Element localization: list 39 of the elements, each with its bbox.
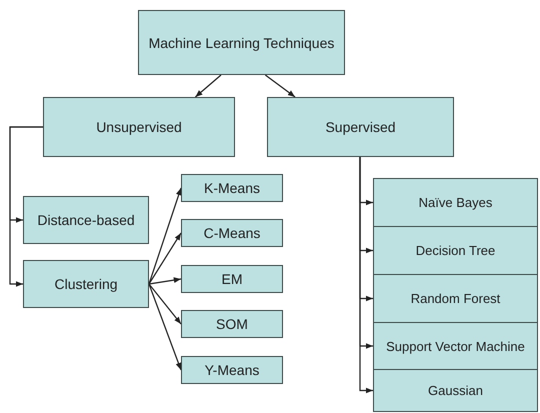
arrow (148, 232, 182, 284)
box-label: Support Vector Machine (386, 338, 525, 354)
box-label: C-Means (204, 225, 260, 241)
arrow (148, 188, 182, 284)
box-label: Machine Learning Techniques (148, 34, 334, 50)
box-label: Naïve Bayes (418, 195, 492, 210)
box-label: SOM (216, 316, 248, 332)
process-box (181, 310, 283, 338)
process-box (373, 274, 538, 323)
process-box (23, 196, 149, 244)
box-label: Decision Tree (416, 243, 496, 258)
box-label: Y-Means (204, 362, 260, 378)
arrow (194, 74, 222, 98)
box-label: Clustering (54, 276, 118, 292)
process-box (181, 356, 283, 384)
box-label: Unsupervised (96, 119, 182, 135)
box-label: Distance-based (37, 212, 135, 228)
process-box (181, 265, 283, 293)
arrow (359, 157, 373, 394)
process-box (373, 226, 538, 275)
box-label: Gaussian (428, 383, 483, 398)
arrow (9, 126, 43, 287)
process-box (267, 97, 454, 157)
arrow (148, 277, 182, 285)
box-label: Random Forest (410, 291, 500, 306)
process-box (181, 219, 283, 247)
process-box (43, 97, 235, 157)
arrow (264, 74, 296, 98)
box-label: EM (222, 271, 242, 287)
process-box (373, 322, 538, 370)
box-label: Supervised (325, 119, 396, 135)
process-box (373, 369, 538, 412)
process-box (181, 174, 283, 202)
process-box (138, 10, 345, 75)
arrow (148, 284, 182, 370)
process-box (373, 178, 538, 227)
arrow (148, 284, 182, 324)
process-box (23, 260, 149, 308)
box-label: K-Means (204, 180, 260, 196)
